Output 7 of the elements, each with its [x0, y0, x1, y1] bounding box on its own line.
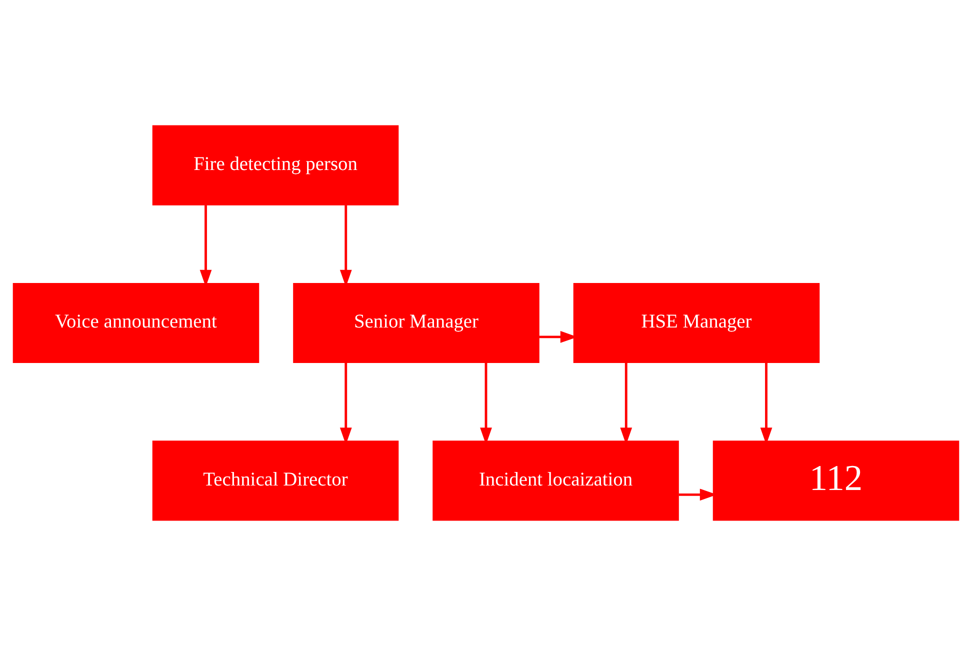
node-box: Voice announcement	[12, 282, 260, 363]
node-box: Incident locaization	[432, 440, 679, 520]
node-box: 112	[712, 440, 960, 520]
node-box: HSE Manager	[573, 282, 820, 363]
node-box: Fire detecting person	[152, 124, 399, 205]
node-box: Senior Manager	[293, 282, 540, 363]
node-box: Technical Director	[152, 440, 399, 520]
